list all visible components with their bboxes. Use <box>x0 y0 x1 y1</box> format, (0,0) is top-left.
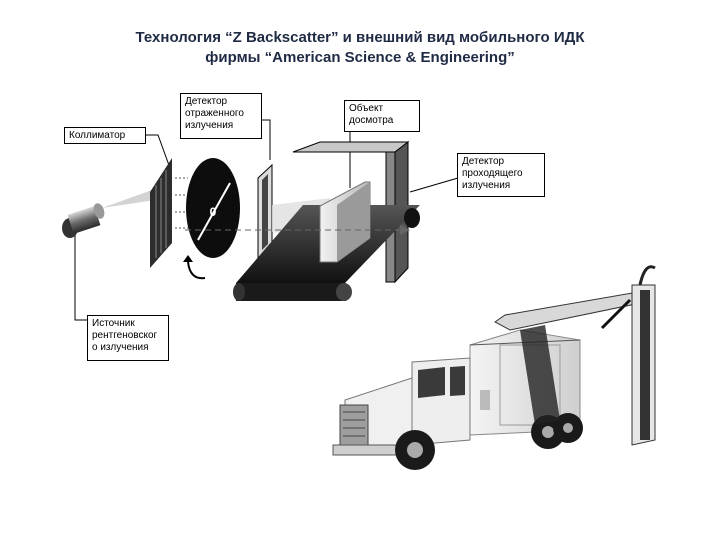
collimator <box>150 158 188 268</box>
label-collimator-text: Коллиматор <box>69 130 126 141</box>
xray-source <box>62 190 155 238</box>
title-line-1: Технология “Z Backscatter” и внешний вид… <box>135 29 585 46</box>
label-inspected-object-text: Объект досмотра <box>349 103 394 126</box>
beam-path-arrow <box>185 225 410 235</box>
inspected-object <box>319 181 371 263</box>
label-xray-source-text: Источник рентгеновског о излучения <box>92 318 158 353</box>
rotation-arrow <box>187 261 206 280</box>
label-inspected-object: Объект досмотра <box>344 100 420 132</box>
label-collimator: Коллиматор <box>64 127 146 144</box>
mobile-inspection-truck <box>330 265 656 480</box>
label-xray-source: Источник рентгеновског о излучения <box>87 315 169 361</box>
label-transmission-detector-text: Детектор проходящего излучения <box>462 156 523 191</box>
label-backscatter-detector-text: Детектор отраженного излучения <box>185 96 244 131</box>
slide-title: Технология “Z Backscatter” и внешний вид… <box>60 28 660 68</box>
fan-beam <box>102 190 155 208</box>
label-transmission-detector: Детектор проходящего излучения <box>457 153 545 197</box>
title-line-2: фирмы “American Science & Engineering” <box>205 49 515 66</box>
rotating-chopper-wheel: 0 <box>183 158 240 280</box>
label-backscatter-detector: Детектор отраженного излучения <box>180 93 262 139</box>
wheel-mark: 0 <box>210 205 217 219</box>
